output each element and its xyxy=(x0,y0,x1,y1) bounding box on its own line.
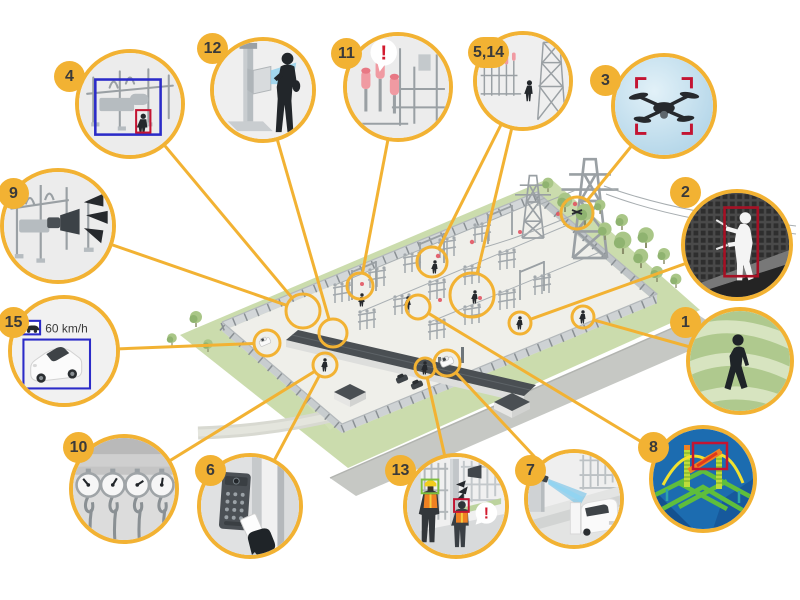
callout-2-badge: 2 xyxy=(670,177,701,208)
person-detection-icon xyxy=(690,311,790,411)
vehicle-detection-box xyxy=(22,338,92,390)
shed xyxy=(334,384,366,407)
callout-1-badge: 1 xyxy=(670,307,701,338)
person-silhouette xyxy=(524,80,533,102)
alert-bubble: ! xyxy=(475,502,498,525)
overheating-alert-icon: ! xyxy=(347,36,449,138)
callout-12-badge: 12 xyxy=(197,33,228,64)
pole-reader-icon xyxy=(214,41,312,139)
callout-13-badge: 13 xyxy=(385,455,416,486)
alert-bubble: ! xyxy=(370,39,397,72)
callout-15-badge: 15 xyxy=(0,307,29,338)
callout-7-badge: 7 xyxy=(515,455,546,486)
intruder-silhouette xyxy=(725,212,754,281)
callout-13: ! xyxy=(403,453,509,559)
callout-4 xyxy=(75,49,185,159)
callout-9-badge: 9 xyxy=(0,178,29,209)
callout-8-badge: 8 xyxy=(638,432,669,463)
callout-3 xyxy=(611,53,717,159)
callout-6-badge: 6 xyxy=(195,455,226,486)
fence-cutting-icon xyxy=(685,193,789,297)
alert-exclamation: ! xyxy=(484,506,489,523)
callout-2 xyxy=(681,189,793,301)
callout-11-badge: 11 xyxy=(331,38,362,69)
callout-4-badge: 4 xyxy=(54,61,85,92)
callout-10-badge: 10 xyxy=(63,432,94,463)
hand-silhouette xyxy=(247,528,276,555)
intruder-alert-box xyxy=(723,206,760,278)
callout-5-14-badge: 5,14 xyxy=(468,37,510,68)
car-icon xyxy=(25,325,40,333)
approaching-vehicle xyxy=(569,498,619,536)
equipment-detection-zone-icon xyxy=(79,53,181,155)
callout-1 xyxy=(686,307,794,415)
alert-exclamation: ! xyxy=(380,42,387,64)
ppe-alert-icon: ! xyxy=(407,457,505,555)
drone-detection-icon xyxy=(615,57,713,155)
callout-3-badge: 3 xyxy=(590,65,621,96)
speed-monitoring-icon: 60 km/h xyxy=(12,299,116,403)
speed-label: 60 km/h xyxy=(45,321,87,335)
van-illustration xyxy=(30,347,83,383)
